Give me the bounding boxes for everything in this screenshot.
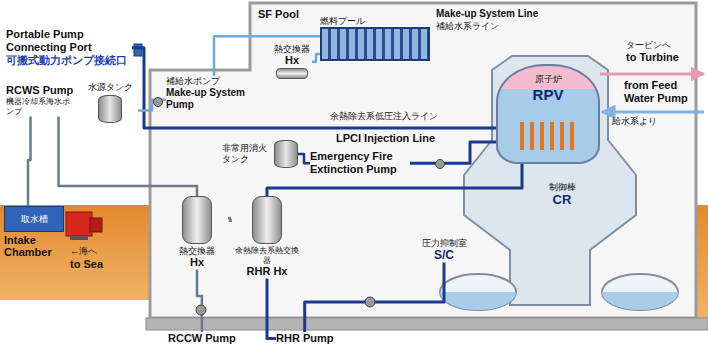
node-text: Portable Pump Connecting Port (6, 28, 132, 54)
ground (696, 205, 708, 318)
rccw-pump: RCCW Pump (168, 332, 236, 345)
node-text: RCCW Pump (168, 332, 236, 345)
node-text: 燃料プール (320, 16, 430, 27)
node-text: 機器冷却系海水ポンプ (6, 97, 76, 116)
node-text: 水源タンク (82, 82, 138, 93)
node-text: 取水槽 (21, 214, 48, 225)
torus-water (602, 292, 678, 310)
node-text: 原子炉 (498, 74, 598, 85)
pump-symbol (436, 160, 445, 169)
rhr-heat-exchanger: 余熱除去系熱交換器RHR Hx (232, 196, 302, 278)
direction-label: to Sea (70, 258, 103, 271)
tank-symbol (98, 95, 122, 123)
pipe-line (312, 54, 320, 62)
node-text: Make-up System Pump (166, 87, 262, 111)
pipe-line (305, 263, 444, 332)
pipe-line (298, 154, 310, 163)
feed-water-line (602, 111, 704, 114)
heat-exchanger-shell (252, 196, 282, 244)
connecting-port-label: Portable Pump Connecting Port可搬式動力ポンプ接続口 (6, 28, 132, 68)
node-text: 熱交換器 (166, 246, 228, 256)
pipe-line (59, 116, 198, 196)
reactor-pressure-vessel: 原子炉RPV (496, 64, 600, 164)
fuel-racks (320, 27, 430, 61)
pipe-line (410, 142, 496, 163)
line-label: 余熱除去系低圧注入ライン (330, 111, 438, 122)
source-label: from Feed Water Pump (624, 79, 694, 105)
spent-fuel-pool: 燃料プール (320, 16, 430, 61)
fire-extinction-pump: Emergency Fire Extinction Pump (310, 150, 410, 176)
line-label: Make-up System Line (436, 8, 538, 20)
node-text: Hx (272, 54, 312, 67)
line-label: LPCI Injection Line (336, 132, 435, 145)
containment-vessel (464, 56, 636, 305)
fire-water-tank: 非常用消火タンク (222, 140, 298, 168)
main-steam-line (600, 73, 704, 76)
suppression-chamber: 圧力抑制室S/C (414, 238, 474, 263)
base-slab (146, 318, 708, 330)
node-text: 非常用消火タンク (222, 143, 270, 165)
node-text: 可搬式動力ポンプ接続口 (6, 54, 132, 67)
intake-chamber: 取水槽 Intake Chamber (4, 206, 64, 258)
area-title: SF Pool (258, 8, 299, 21)
sea-water-pump (66, 212, 92, 236)
pipe-line (228, 218, 232, 221)
make-up-pump: 補給水ポンプMake-up System Pump (166, 76, 262, 111)
pipe-line (132, 48, 496, 128)
heat-exchanger: 熱交換器Hx (166, 196, 228, 269)
node-text: 制御棒 (540, 182, 584, 192)
node-text: RCWS Pump (6, 84, 76, 97)
heat-exchanger: 熱交換器Hx (272, 44, 312, 79)
direction-label: ←海へ (70, 246, 97, 257)
node-text: 余熱除去系熱交換器 (232, 246, 302, 265)
node-text: Hx (166, 256, 228, 269)
line-label: 補給水系ライン (436, 21, 499, 32)
destination-label: タービンへ (626, 40, 671, 51)
rhr-pump: RHR Pump (276, 332, 333, 345)
node-text: S/C (414, 248, 474, 262)
node-text: 熱交換器 (272, 44, 312, 54)
reactor-building (150, 3, 696, 318)
node-text: CR (540, 192, 584, 208)
torus-water (440, 292, 516, 310)
pump-motor (90, 218, 102, 232)
node-text: 圧力抑制室 (414, 238, 474, 248)
pump-symbol (365, 297, 375, 307)
fuel-rods (520, 122, 578, 150)
suppression-torus (440, 274, 516, 310)
rcws-pump: RCWS Pump機器冷却系海水ポンプ (6, 84, 76, 116)
node-text: Intake Chamber (4, 234, 64, 258)
pipe-line (28, 116, 31, 206)
destination-label: to Turbine (626, 51, 679, 64)
node-text: RHR Hx (232, 265, 302, 278)
pipe-line (197, 269, 202, 332)
pipe-line (267, 278, 276, 338)
connecting-port (134, 44, 142, 56)
ground (0, 205, 150, 300)
heat-exchanger-shell (182, 196, 212, 244)
source-label: 給水系より (612, 116, 657, 127)
node-text: RHR Pump (276, 332, 333, 345)
node-text: Emergency Fire Extinction Pump (310, 150, 410, 176)
water-source-tank: 水源タンク (82, 82, 138, 123)
node-text: RPV (498, 86, 598, 104)
pump-base (70, 236, 88, 240)
intake-box: 取水槽 (4, 206, 64, 232)
heat-exchanger-shell (276, 68, 308, 79)
pump-symbol (154, 98, 163, 107)
control-rods: 制御棒CR (540, 182, 584, 208)
node-text: 補給水ポンプ (166, 76, 262, 87)
tank-symbol (274, 140, 298, 168)
pump-symbol (196, 305, 206, 315)
suppression-torus (602, 274, 678, 310)
